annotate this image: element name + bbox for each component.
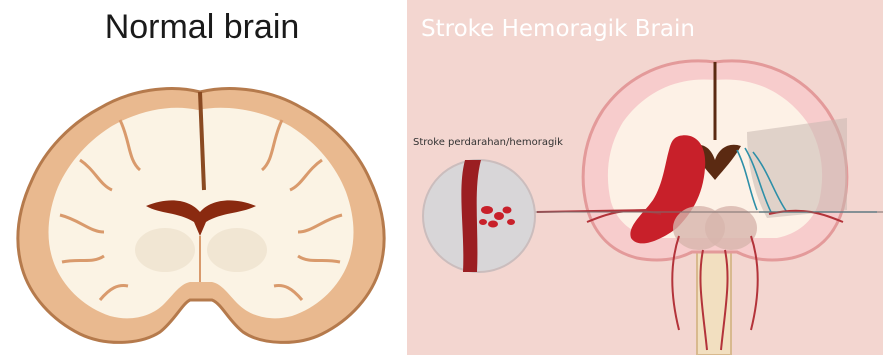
normal-brain-thalamus-left: [135, 228, 195, 272]
stroke-brain-thalamus-right: [705, 206, 757, 250]
normal-brain-panel: Normal brain: [0, 0, 404, 355]
normal-brain-illustration: [0, 0, 404, 355]
hemorrhage-inset-icon: [423, 160, 535, 272]
inset-label: Stroke perdarahan/hemoragik: [413, 137, 563, 148]
affected-lobe-shade: [747, 118, 847, 218]
normal-brain-thalamus-right: [207, 228, 267, 272]
stroke-brain-illustration: [407, 0, 883, 355]
stroke-brain-panel: Stroke Hemoragik Brain Stroke perdarahan…: [407, 0, 883, 355]
stroke-brain-title: Stroke Hemoragik Brain: [421, 16, 695, 42]
